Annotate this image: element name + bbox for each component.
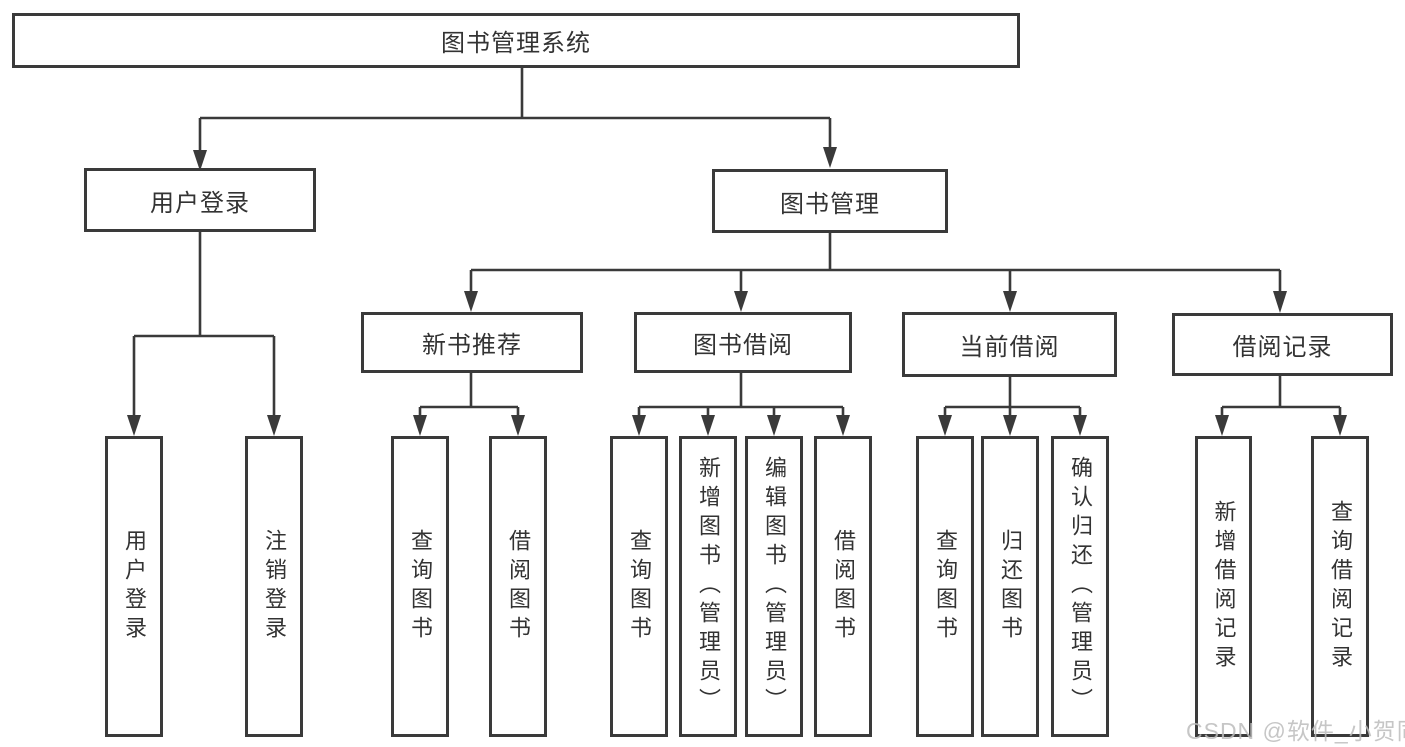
node-borrow-records: 借阅记录: [1172, 313, 1393, 376]
node-new-book-recommend: 新书推荐: [361, 312, 583, 373]
leaf-query-books-current: 查询图书: [916, 436, 974, 737]
leaf-borrow-books-borrowing: 借阅图书: [814, 436, 872, 737]
node-current-borrowing: 当前借阅: [902, 312, 1117, 377]
node-book-borrowing: 图书借阅: [634, 312, 852, 373]
leaf-query-books-borrowing: 查询图书: [610, 436, 668, 737]
leaf-add-borrow-record: 新增借阅记录: [1195, 436, 1252, 737]
leaf-edit-books-admin: 编辑图书（管理员）: [745, 436, 803, 737]
csdn-watermark: CSDN @软件_小贺同学: [1186, 718, 1405, 744]
leaf-confirm-return-admin: 确认归还（管理员）: [1051, 436, 1109, 737]
leaf-query-books-recommend: 查询图书: [391, 436, 449, 737]
leaf-logout-login: 注销登录: [245, 436, 303, 737]
node-book-management: 图书管理: [712, 169, 948, 233]
leaf-borrow-books-recommend: 借阅图书: [489, 436, 547, 737]
leaf-add-books-admin: 新增图书（管理员）: [679, 436, 737, 737]
leaf-query-borrow-record: 查询借阅记录: [1311, 436, 1369, 737]
node-root: 图书管理系统: [12, 13, 1020, 68]
leaf-user-login: 用户登录: [105, 436, 163, 737]
node-user-login: 用户登录: [84, 168, 316, 232]
leaf-return-books: 归还图书: [981, 436, 1039, 737]
